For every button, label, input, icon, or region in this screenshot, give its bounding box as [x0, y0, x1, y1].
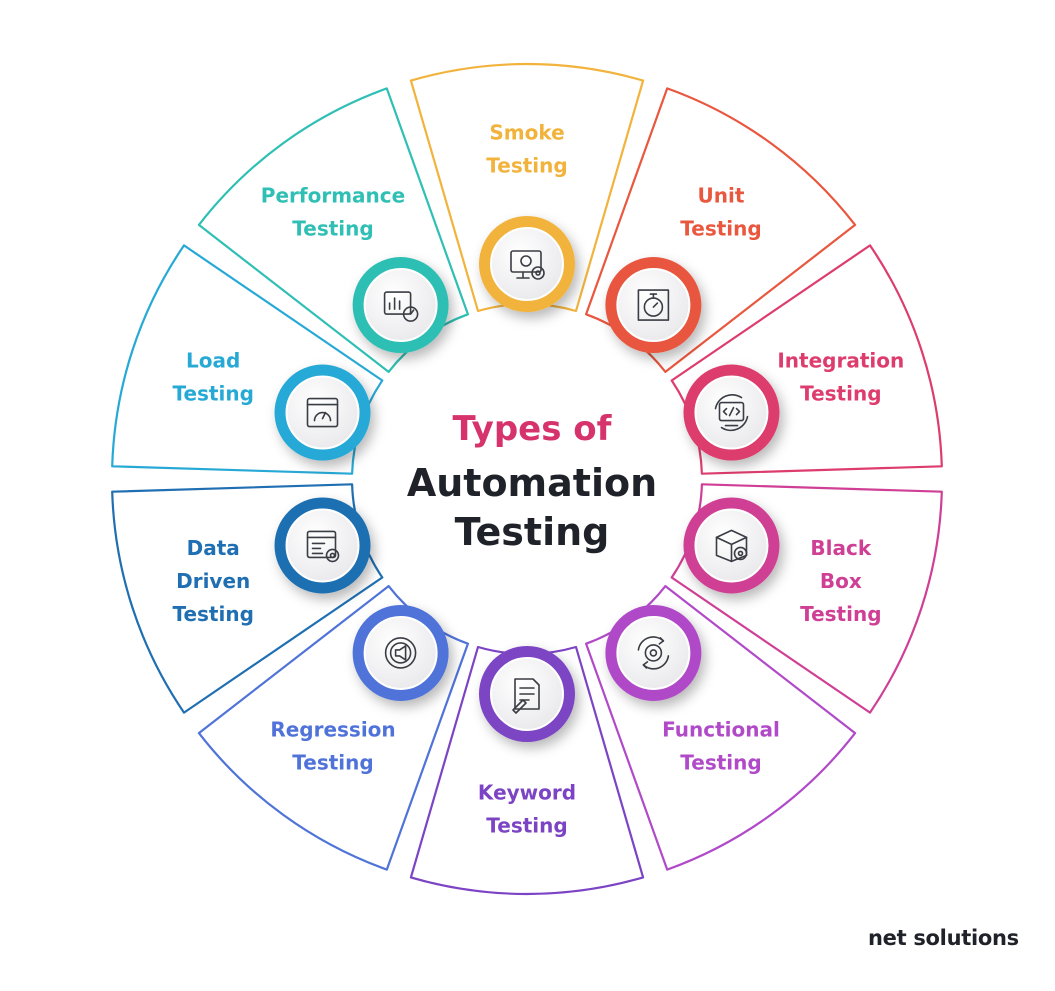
title-line-1: Types of	[453, 409, 613, 449]
gear-cycle-icon	[605, 604, 702, 701]
segment-label: Driven	[176, 569, 250, 593]
code-window-gear-icon	[274, 497, 371, 594]
segments-layer: SmokeTestingUnitTestingIntegrationTestin…	[111, 62, 943, 896]
segment-label: Load	[186, 349, 240, 373]
segment-label: Smoke	[489, 121, 564, 145]
timer-frame-icon	[605, 257, 702, 354]
segment-label: Testing	[800, 602, 881, 626]
segment-label: Testing	[486, 154, 567, 178]
segment-label: Box	[820, 569, 862, 593]
segment-label: Testing	[680, 751, 761, 775]
gauge-window-icon	[274, 364, 371, 461]
monitor-gear-icon	[479, 216, 575, 312]
segment-label: Unit	[698, 184, 745, 208]
center-title: Types of Automation Testing	[407, 409, 657, 554]
segment-label: Testing	[292, 751, 373, 775]
chart-gauge-icon	[352, 257, 449, 354]
box-gear-icon	[683, 497, 780, 594]
segment-label: Testing	[292, 217, 373, 241]
segment-label: Functional	[662, 718, 780, 742]
segment-label: Testing	[172, 602, 253, 626]
segment-label: Regression	[270, 718, 395, 742]
segment-label: Testing	[486, 814, 567, 838]
document-pen-icon	[479, 646, 575, 742]
title-line-3: Testing	[455, 510, 610, 554]
segment-label: Testing	[800, 382, 881, 406]
segment-label: Testing	[680, 217, 761, 241]
segment-label: Integration	[777, 349, 904, 373]
title-line-2: Automation	[407, 461, 657, 505]
segment-label: Testing	[172, 382, 253, 406]
brand-logo: net solutions	[868, 926, 1019, 950]
gear-megaphone-icon	[352, 604, 449, 701]
code-monitor-sync-icon	[683, 364, 780, 461]
segment-label: Data	[187, 536, 240, 560]
segment-label: Black	[810, 536, 871, 560]
segment-label: Keyword	[478, 781, 576, 805]
segment-label: Performance	[261, 184, 405, 208]
